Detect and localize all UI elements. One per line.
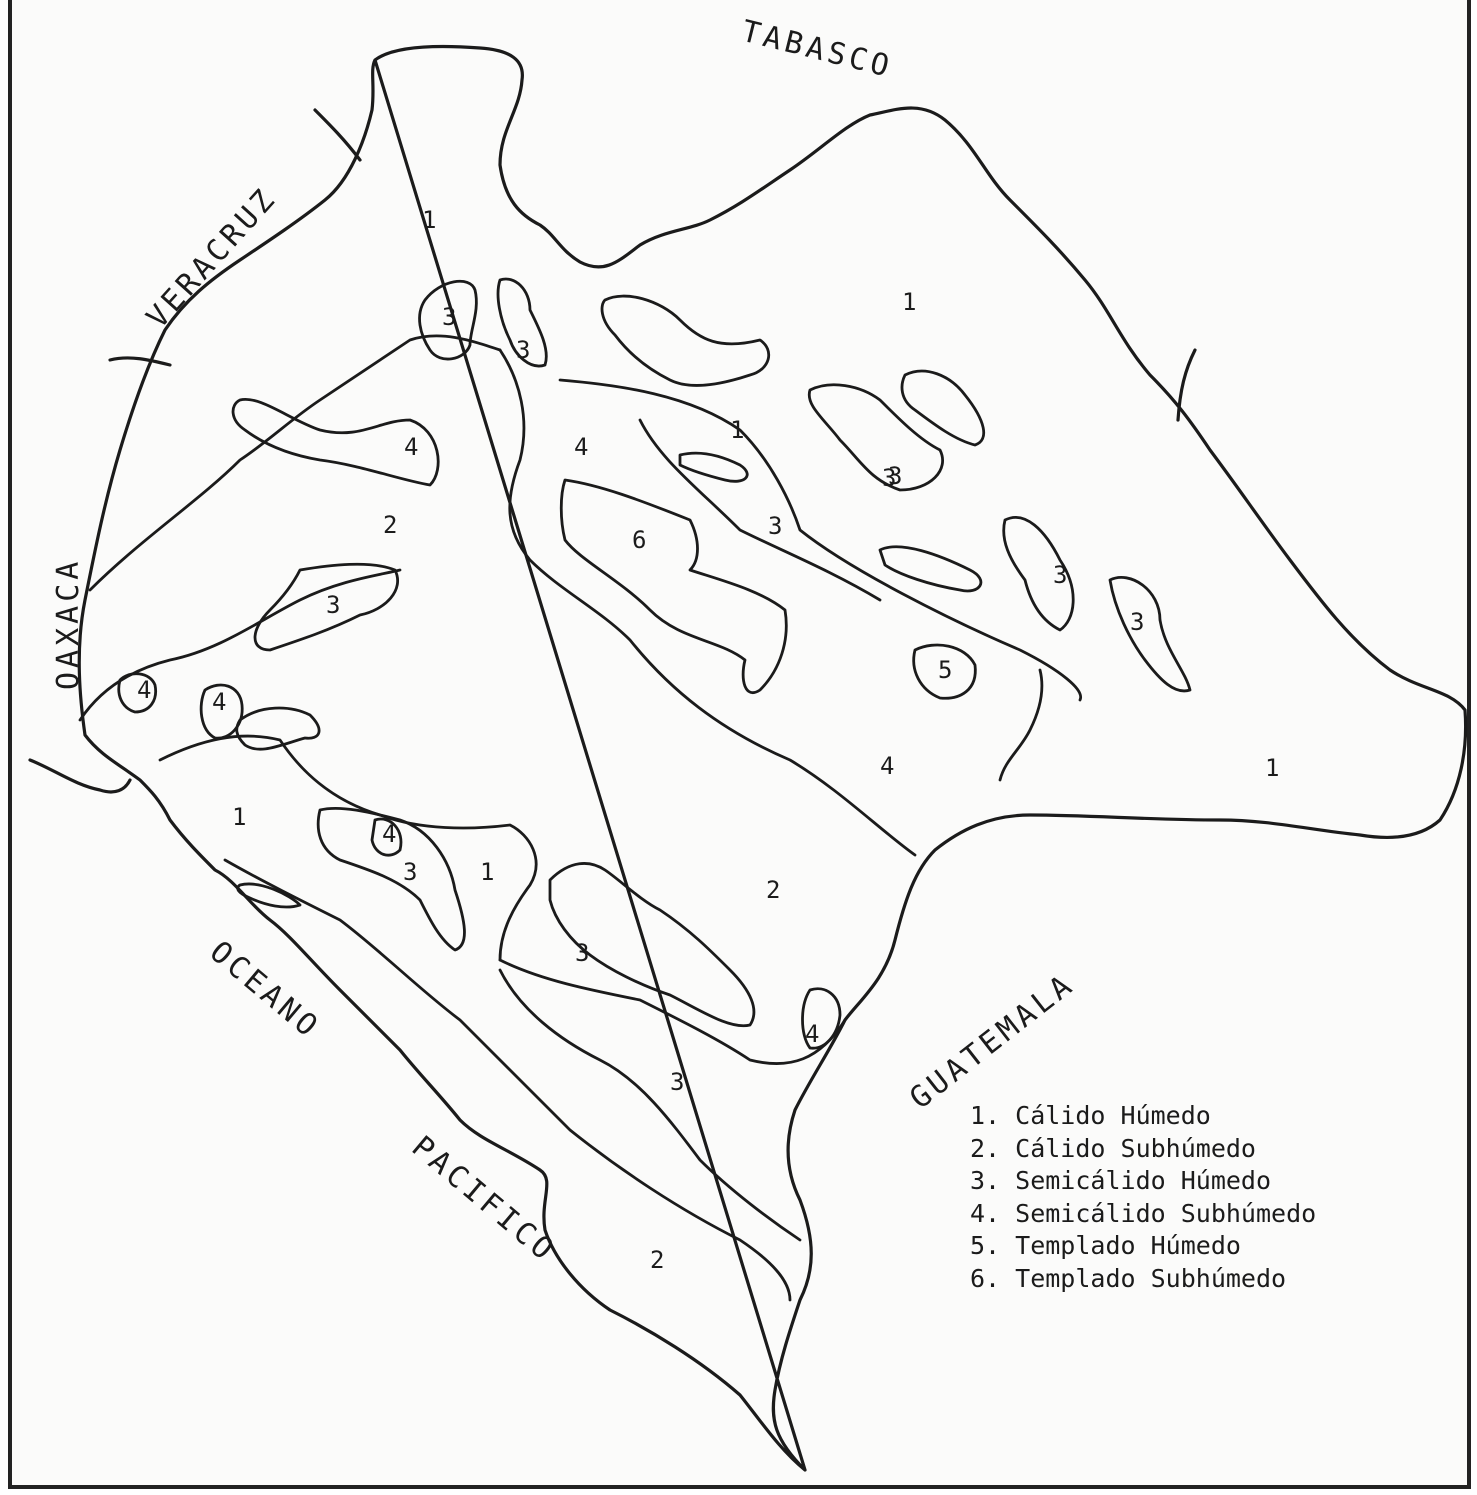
zone-number: 4	[805, 1020, 819, 1048]
zone-polygon	[253, 562, 399, 652]
zone-number: 6	[632, 526, 646, 554]
region-line	[498, 958, 847, 1065]
label-tabasco: TABASCO	[738, 14, 896, 85]
zone-number: 1	[1265, 754, 1279, 782]
legend: 1. Cálido Húmedo 2. Cálido Subhúmedo 3. …	[970, 1100, 1316, 1295]
zone-number: 4	[880, 752, 894, 780]
zone-number: 4	[574, 433, 588, 461]
region-line	[498, 968, 802, 1242]
zone-polygon	[548, 862, 756, 1028]
zone-polygon	[496, 277, 548, 368]
zone-number: 1	[902, 288, 916, 316]
veracruz-boundary	[313, 108, 362, 162]
zone-number: 2	[383, 511, 397, 539]
legend-item: 1. Cálido Húmedo	[970, 1101, 1211, 1130]
zone-number: 3	[516, 336, 530, 364]
zone-number: 3	[326, 591, 340, 619]
legend-item: 4. Semicálido Subhúmedo	[970, 1198, 1317, 1228]
zone-polygon	[678, 451, 749, 483]
legend-item: 2. Cálido Subhúmedo	[970, 1133, 1256, 1163]
zone-number: 2	[766, 876, 780, 904]
zone-number: 3	[1130, 608, 1144, 636]
legend-item: 6. Templado Subhúmedo	[970, 1263, 1287, 1293]
zone-polygon	[559, 478, 788, 694]
zone-number: 3	[670, 1068, 684, 1096]
region-line	[998, 668, 1044, 782]
zone-number: 3	[575, 939, 589, 967]
zone-polygon	[418, 280, 478, 361]
zone-number: 1	[730, 416, 744, 444]
region-line	[158, 734, 538, 962]
zone-polygon	[900, 369, 985, 447]
zone-number: 3	[768, 512, 782, 540]
zone-polygon	[117, 672, 158, 714]
zone-polygon	[231, 397, 440, 487]
zone-number: 3	[888, 462, 902, 490]
zone-polygon	[370, 817, 403, 857]
zone-number: 3	[442, 303, 456, 331]
zone-number: 3	[1053, 561, 1067, 589]
zone-number: 4	[137, 676, 151, 704]
label-pacifico: PACIFICO	[405, 1129, 563, 1269]
veracruz-boundary-2	[108, 356, 172, 367]
zone-polygon	[912, 643, 977, 700]
zone-number: 4	[382, 820, 396, 848]
zone-number: 1	[480, 858, 494, 886]
region-line	[88, 334, 502, 592]
guatemala-east-boundary	[1176, 348, 1197, 422]
label-veracruz: VERACRUZ	[140, 181, 284, 336]
zone-polygon	[807, 383, 944, 492]
zone-polygon	[316, 806, 466, 952]
zone-polygon	[878, 545, 983, 593]
zone-number: 4	[212, 688, 226, 716]
zone-polygon	[236, 882, 302, 909]
label-oceano: OCEANO	[203, 934, 327, 1046]
legend-item: 5. Templado Húmedo	[970, 1231, 1241, 1260]
oaxaca-boundary	[28, 758, 132, 794]
region-line	[498, 348, 917, 857]
zone-polygon	[1108, 576, 1192, 693]
zone-number: 1	[422, 206, 436, 234]
zone-number: 3	[403, 858, 417, 886]
zone-number: 1	[232, 803, 246, 831]
zone-polygon	[199, 683, 244, 740]
zone-polygon	[600, 294, 771, 387]
zone-number: 3	[882, 464, 896, 492]
region-line	[223, 858, 792, 1302]
zone-number: 4	[404, 433, 418, 461]
legend-item: 3. Semicálido Húmedo	[970, 1166, 1272, 1195]
region-line	[638, 418, 882, 602]
region-line	[558, 378, 1082, 702]
zone-polygon	[1002, 516, 1075, 632]
zone-number: 5	[938, 656, 952, 684]
zone-polygon	[235, 706, 321, 751]
label-guatemala: GUATEMALA	[903, 966, 1081, 1116]
zone-polygon	[801, 987, 842, 1050]
label-oaxaca: OAXACA	[51, 558, 86, 690]
zone-number: 2	[650, 1246, 664, 1274]
